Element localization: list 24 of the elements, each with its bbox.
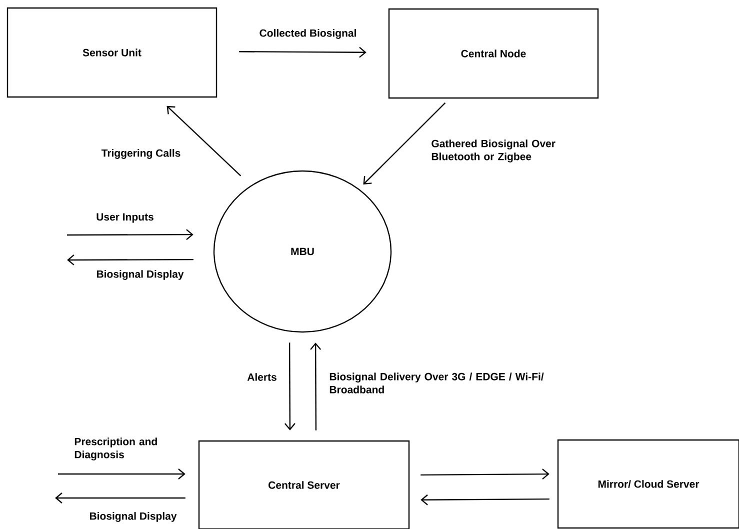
arrow bbox=[67, 254, 194, 266]
arrow bbox=[420, 468, 550, 480]
arrow bbox=[58, 468, 186, 480]
process-box: Sensor Unit bbox=[6, 7, 218, 98]
edge-label: Alerts bbox=[247, 373, 276, 381]
edge-label: Gathered Biosignal Over Bluetooth or Zigbee bbox=[432, 140, 556, 162]
edge-label: Triggering Calls bbox=[101, 149, 180, 159]
edge-label: Biosignal Display bbox=[90, 512, 177, 522]
arrow bbox=[67, 229, 194, 240]
edge-label: Collected Biosignal bbox=[260, 29, 356, 39]
process-box: Central Node bbox=[388, 8, 599, 99]
arrow bbox=[310, 342, 322, 430]
arrow bbox=[55, 492, 186, 504]
edge-label: Prescription and Diagnosis bbox=[74, 438, 157, 460]
arrow bbox=[166, 106, 242, 176]
arrow bbox=[420, 494, 550, 506]
edge-label: Biosignal Display bbox=[96, 270, 184, 280]
arrow bbox=[284, 342, 296, 430]
arrow bbox=[363, 102, 446, 185]
process-box: Mirror/ Cloud Server bbox=[557, 439, 739, 529]
arrow bbox=[239, 46, 366, 58]
edge-label: User Inputs bbox=[96, 213, 154, 223]
edge-label: Biosignal Delivery Over 3G / EDGE / Wi-Fi/ Broadband bbox=[330, 372, 544, 394]
process-box: Central Server bbox=[198, 440, 410, 529]
